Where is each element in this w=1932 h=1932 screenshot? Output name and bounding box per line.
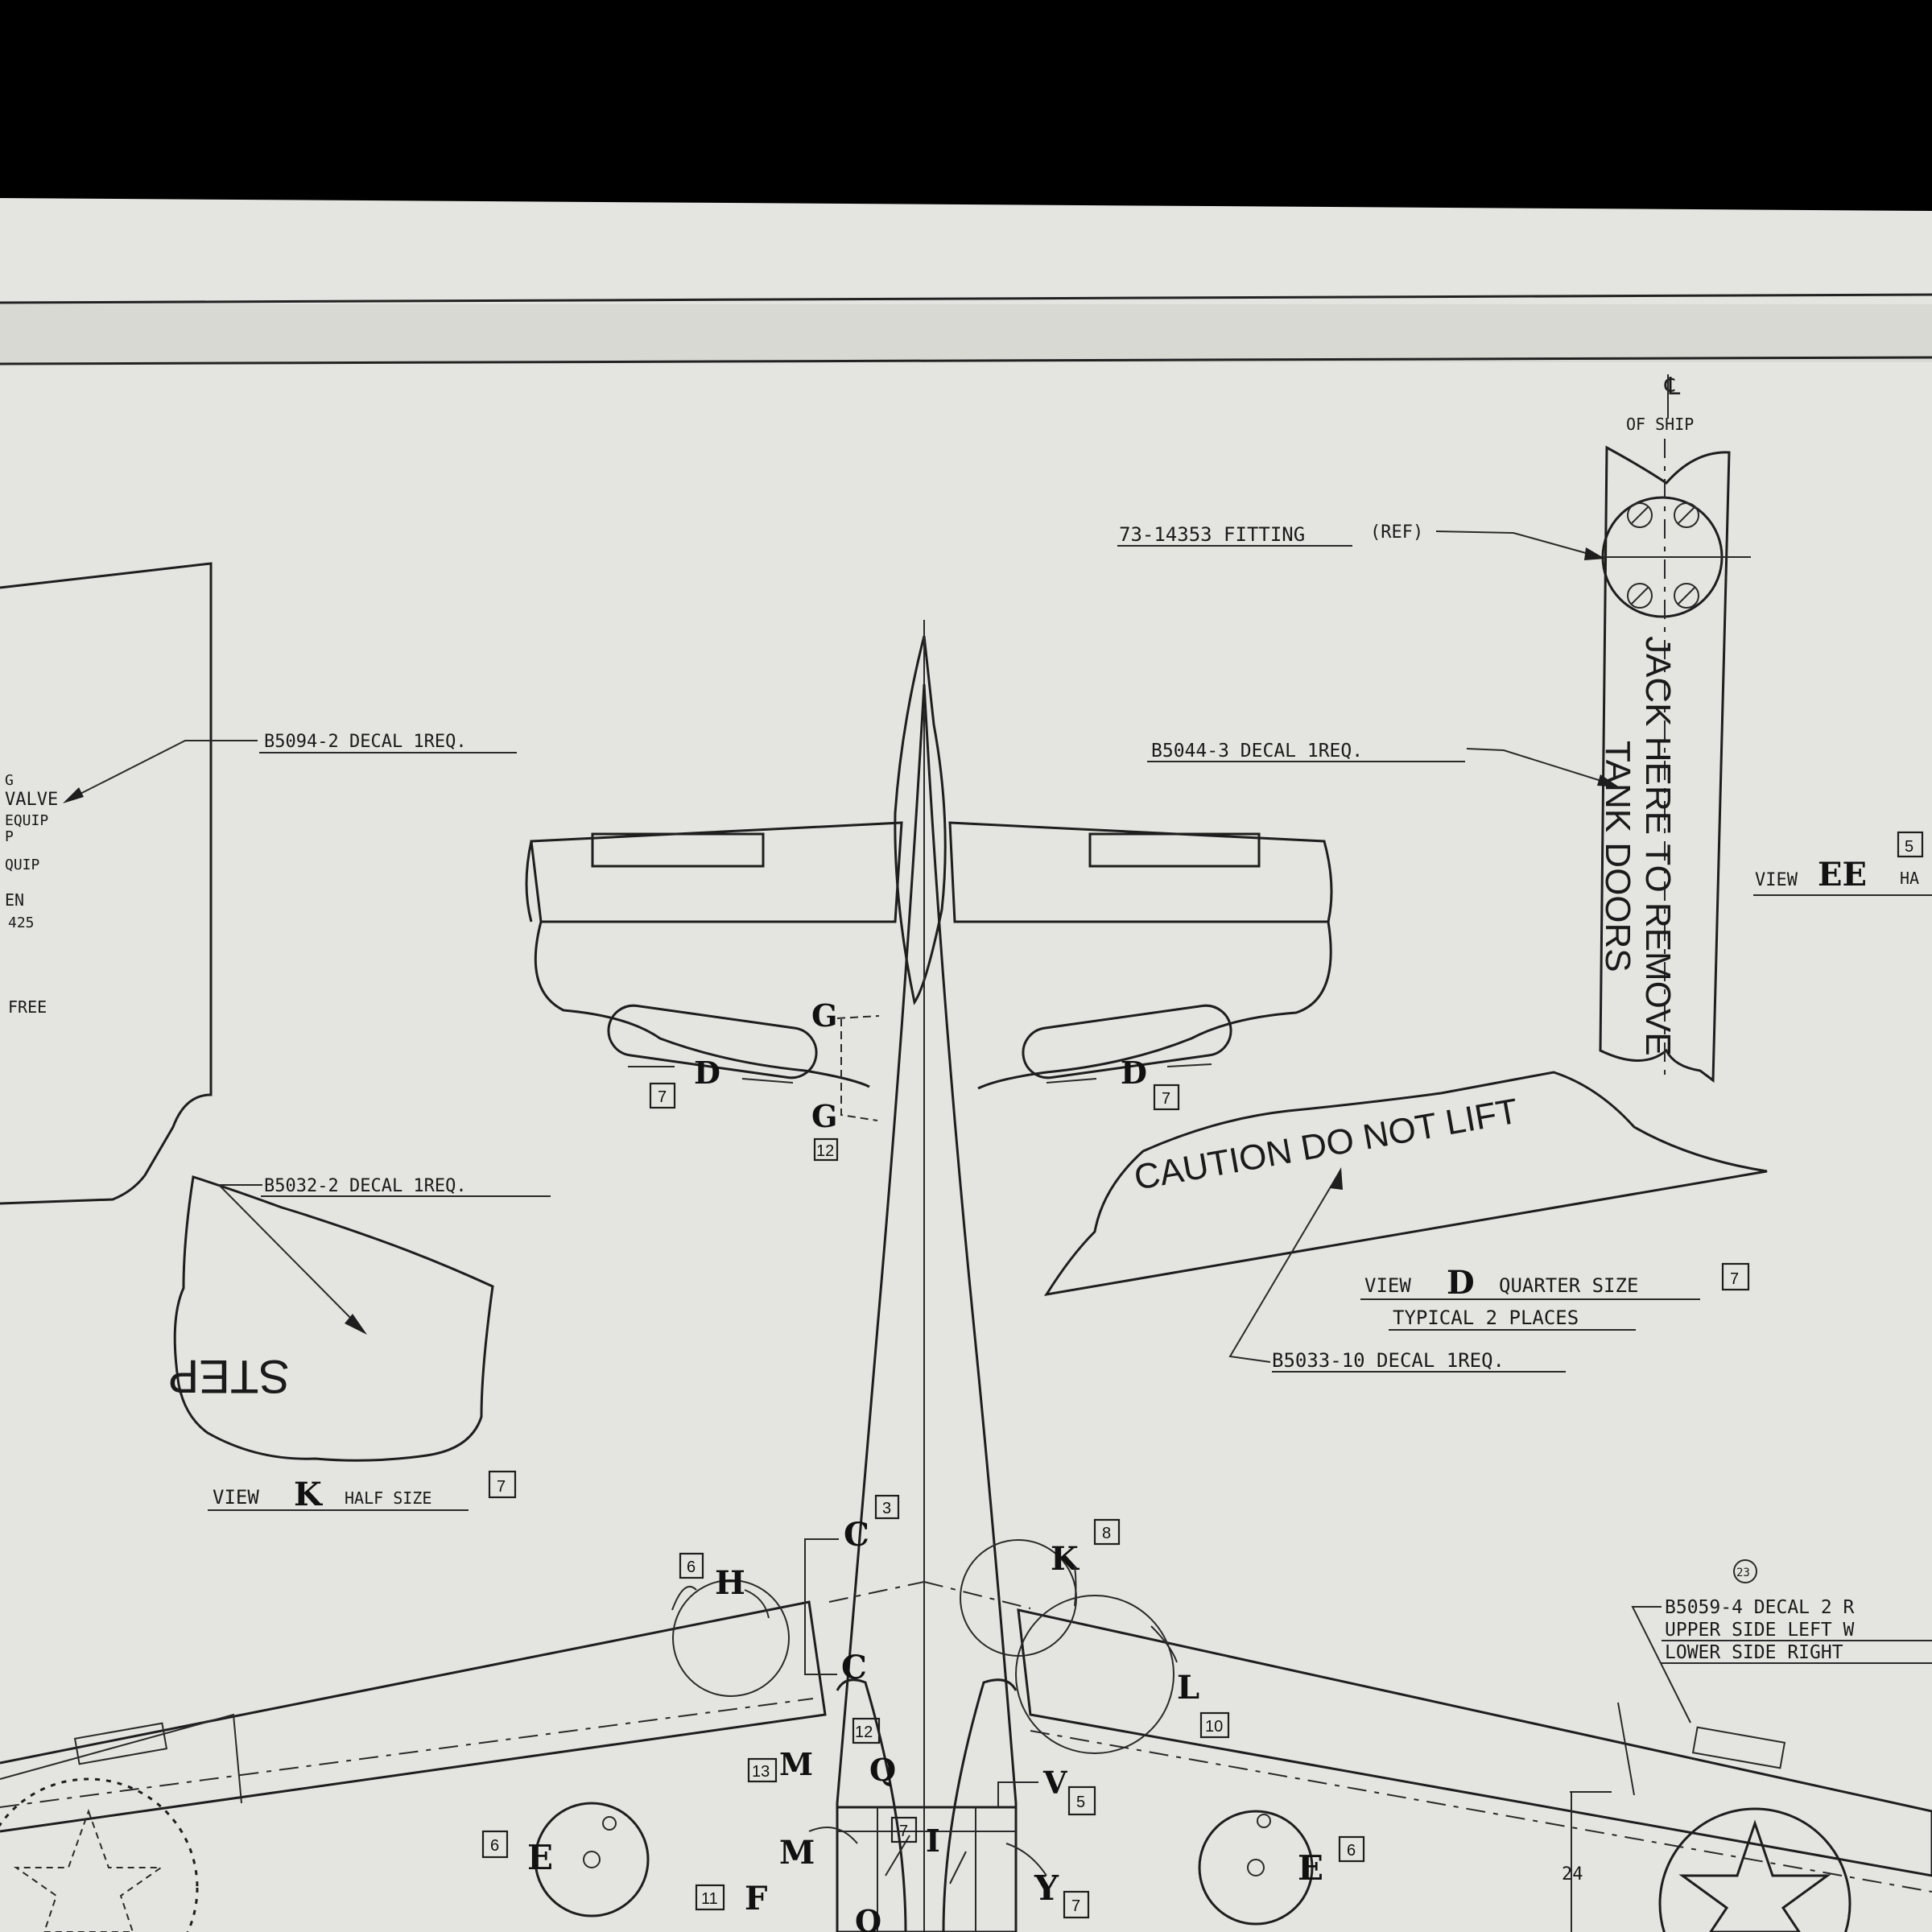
view-d-letter: D <box>1447 1264 1475 1302</box>
centerline-symbol: ℄ <box>1664 373 1681 401</box>
fuselage <box>836 620 1018 1932</box>
left-frag-line-5: QUIP <box>5 857 40 873</box>
insignia-right <box>1658 1807 1852 1932</box>
box-6-e-left: 6 <box>490 1837 499 1855</box>
callout-o: O <box>855 1903 881 1932</box>
access-circle-e-left <box>534 1802 650 1918</box>
view-d-box: 7 <box>1730 1270 1739 1288</box>
callouts: G G 12 D 7 D 7 C 3 C H 6 K 8 L 10 M 13 Q… <box>481 997 1365 1932</box>
callout-c-top: C <box>844 1516 869 1554</box>
callout-m-lower: M <box>779 1834 815 1872</box>
left-frag-line-8: FREE <box>8 997 47 1017</box>
callout-e-right: E <box>1298 1848 1323 1888</box>
box-7-i: 7 <box>899 1823 908 1840</box>
view-ee-prefix: VIEW <box>1755 870 1798 890</box>
border-shadow-band <box>0 304 1932 362</box>
box-8: 8 <box>1102 1525 1111 1542</box>
callout-d-left: D <box>694 1055 720 1091</box>
view-ee-letter: EE <box>1818 856 1867 894</box>
b5059-note: 23 B5059-4 DECAL 2 R UPPER SIDE LEFT W L… <box>1562 1559 1932 1932</box>
box-7-d-right: 7 <box>1162 1090 1170 1108</box>
left-panel-fragment: G VALVE EQUIP P QUIP EN 425 FREE B5094-2… <box>0 562 517 1205</box>
callout-c-bottom: C <box>841 1649 867 1686</box>
view-d-indicators <box>607 1004 1232 1121</box>
view-ee-box: 5 <box>1905 838 1913 856</box>
box-7-d-left: 7 <box>658 1088 667 1106</box>
access-circle-e-right <box>1198 1810 1314 1926</box>
view-ee-suffix: HA <box>1900 869 1919 888</box>
leader-b5094 <box>65 740 258 802</box>
jack-placard-line-1: JACK HERE TO REMOVE <box>1638 636 1678 1056</box>
view-d-suffix: QUARTER SIZE <box>1499 1274 1638 1297</box>
callout-q-upper: Q <box>869 1752 896 1788</box>
view-circle-h <box>672 1579 790 1697</box>
left-frag-line-2: VALVE <box>5 790 58 810</box>
box-5-v: 5 <box>1076 1794 1085 1811</box>
border-line-inner <box>0 356 1932 365</box>
box-12-q: 12 <box>855 1724 873 1741</box>
box-13: 13 <box>752 1763 770 1781</box>
note-fitting: 73-14353 FITTING <box>1119 523 1305 546</box>
view-k-box: 7 <box>497 1478 506 1496</box>
view-arrows <box>671 1565 1178 1876</box>
left-frag-line-1: G <box>5 772 14 789</box>
note-decal-b5059-line2: UPPER SIDE LEFT W <box>1665 1620 1855 1641</box>
callout-m-upper: M <box>779 1746 813 1782</box>
callout-l: L <box>1177 1669 1199 1707</box>
box-11: 11 <box>701 1890 718 1908</box>
step-text: STEP <box>168 1350 291 1402</box>
dimension-24: 24 <box>1562 1864 1583 1885</box>
callout-v: V <box>1042 1765 1068 1801</box>
box-12-g: 12 <box>816 1142 834 1160</box>
view-d-title: VIEW D QUARTER SIZE 7 TYPICAL 2 PLACES <box>1360 1262 1750 1331</box>
box-3: 3 <box>882 1500 891 1517</box>
note-fitting-ref: (REF) <box>1370 522 1423 543</box>
view-k-letter: K <box>294 1476 323 1513</box>
box-6-h: 6 <box>687 1558 696 1576</box>
box-6-e-right: 6 <box>1347 1842 1356 1860</box>
callout-g-bottom: G <box>811 1098 837 1134</box>
note-of-ship: OF SHIP <box>1626 415 1694 434</box>
note-decal-b5033: B5033-10 DECAL 1REQ. <box>1272 1349 1505 1372</box>
note-decal-b5059-line3: LOWER SIDE RIGHT <box>1665 1642 1843 1663</box>
view-k-prefix: VIEW <box>213 1486 259 1509</box>
view-k-suffix: HALF SIZE <box>345 1488 431 1508</box>
circle-num-23: 23 <box>1736 1567 1750 1579</box>
view-d-subtitle: TYPICAL 2 PLACES <box>1393 1307 1579 1329</box>
callout-g-top: G <box>811 997 837 1034</box>
callout-i: I <box>926 1823 940 1859</box>
note-decal-b5094: B5094-2 DECAL 1REQ. <box>264 732 467 752</box>
view-d-prefix: VIEW <box>1364 1274 1411 1297</box>
view-ee-title: VIEW EE HA 5 <box>1753 831 1932 896</box>
jack-placard-line-2: TANK DOORS <box>1598 741 1637 972</box>
jack-placard-outline <box>1599 445 1731 1083</box>
paper-sheet <box>0 198 1932 1932</box>
box-10: 10 <box>1205 1718 1223 1736</box>
insignia-left <box>0 1777 199 1932</box>
left-frag-line-6: EN <box>5 890 24 910</box>
note-decal-b5032: B5032-2 DECAL 1REQ. <box>264 1176 467 1196</box>
main-wing <box>0 1581 1932 1893</box>
note-decal-b5059: B5059-4 DECAL 2 R <box>1665 1597 1855 1618</box>
view-k-title: VIEW K HALF SIZE 7 <box>208 1470 517 1513</box>
step-placard: STEP B5032-2 DECAL 1REQ. VIEW K HALF SIZ… <box>168 1175 551 1513</box>
left-frag-line-7: 425 <box>8 914 35 931</box>
callout-h: H <box>715 1564 745 1602</box>
jack-point-panel: OF SHIP ℄ 73-14353 FITTING (REF) JACK HE… <box>1117 373 1932 1083</box>
callout-f: F <box>745 1880 767 1918</box>
box-7-y: 7 <box>1071 1897 1080 1915</box>
left-frag-line-4: P <box>5 828 14 845</box>
border-line-top <box>0 293 1932 304</box>
note-decal-b5044: B5044-3 DECAL 1REQ. <box>1151 741 1363 762</box>
callout-d-right: D <box>1121 1055 1147 1091</box>
view-circle-l <box>1015 1595 1174 1754</box>
callout-e-left: E <box>527 1838 553 1877</box>
left-frag-line-3: EQUIP <box>5 812 48 829</box>
